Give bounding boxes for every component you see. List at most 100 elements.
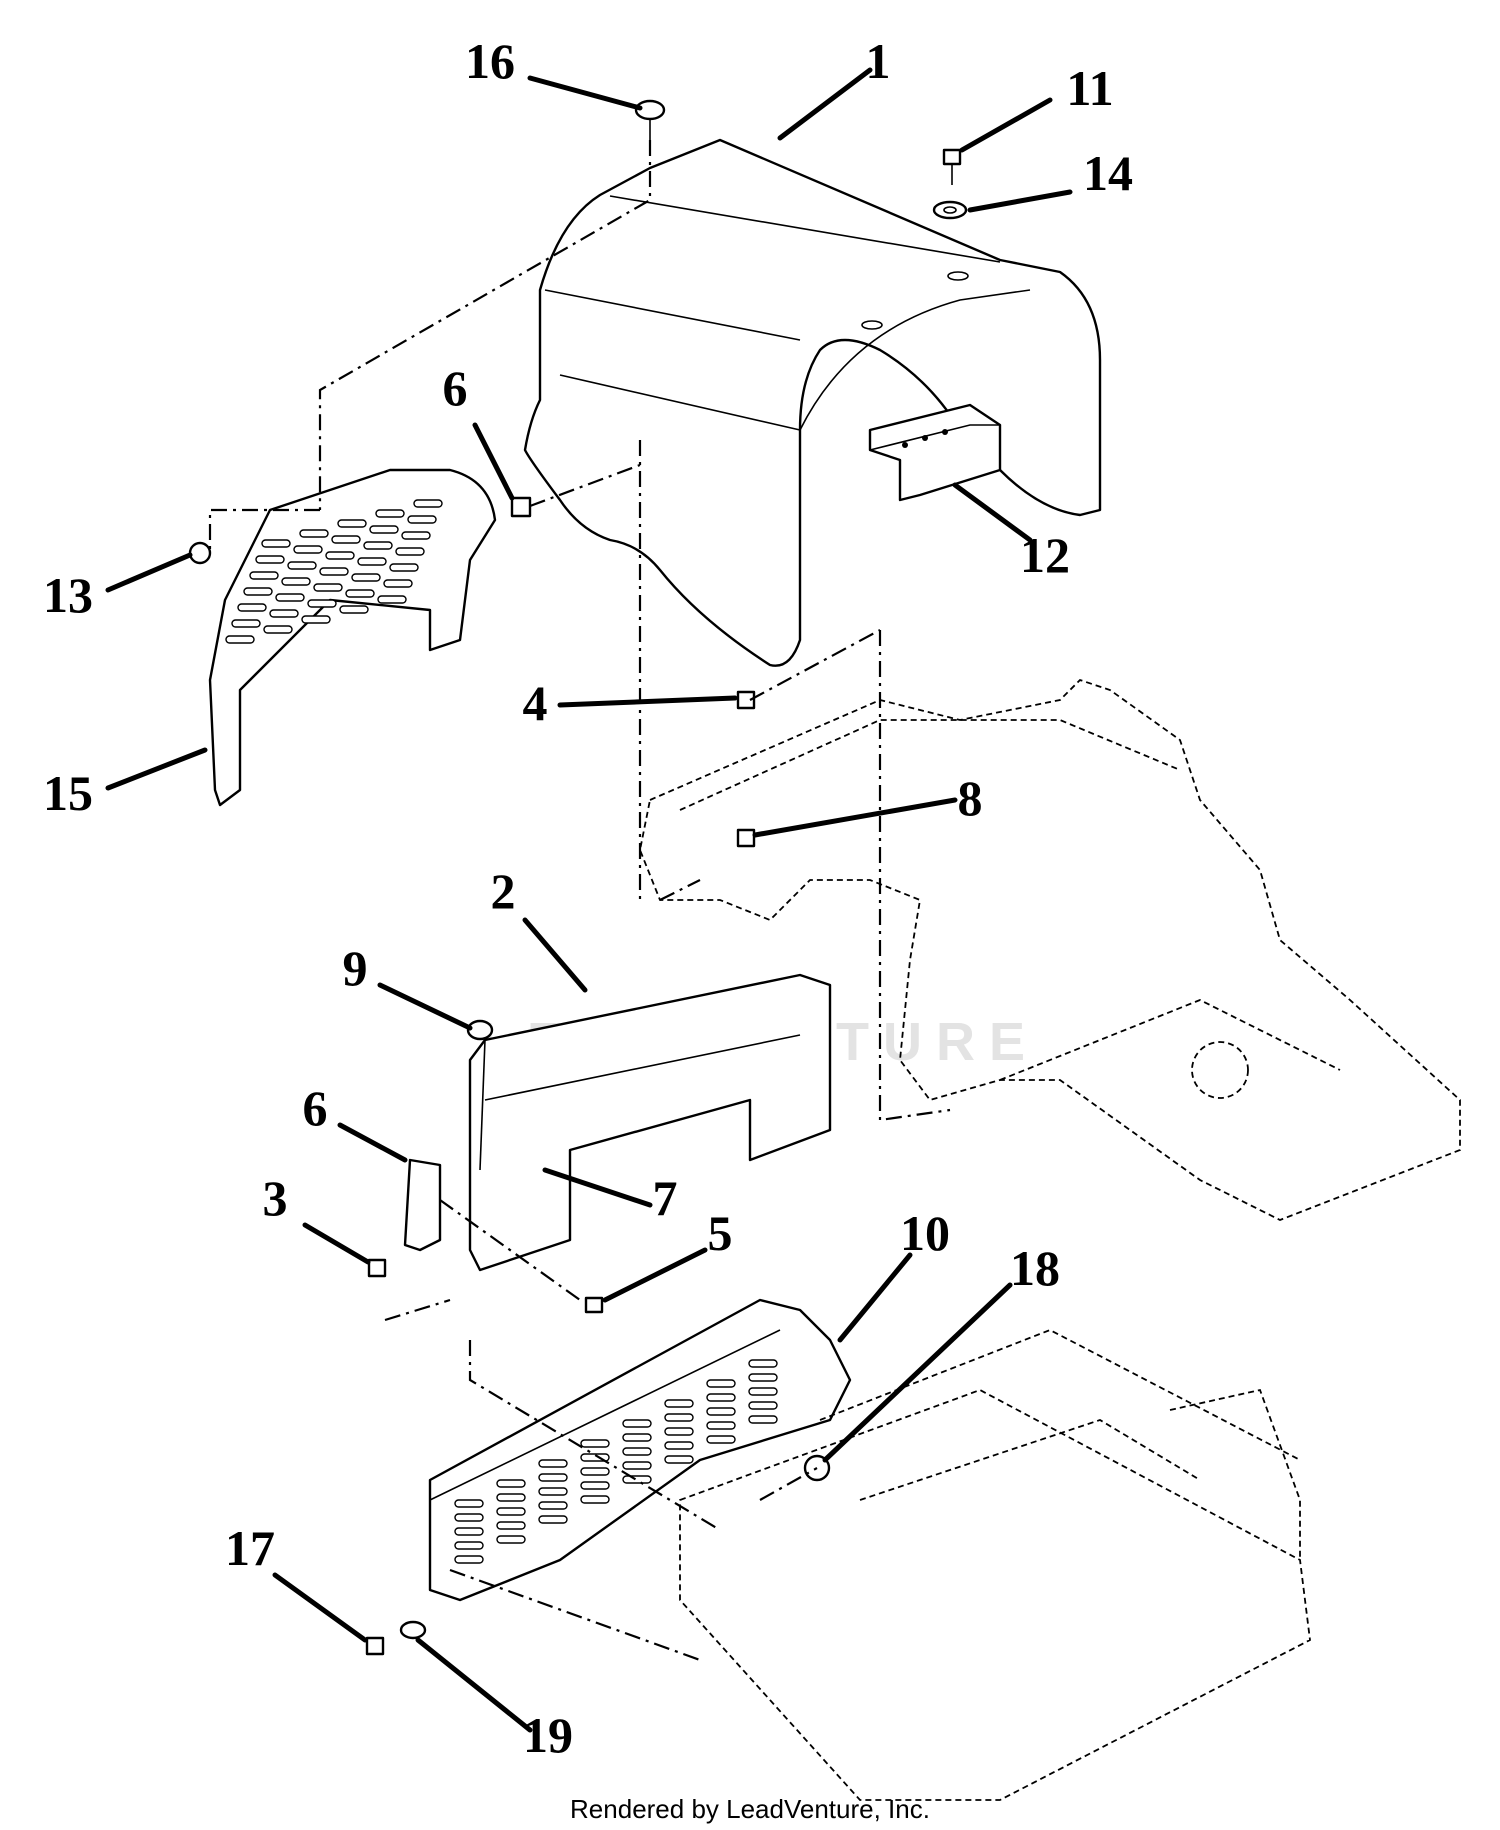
grille-slot: [337, 519, 367, 528]
grille-slot: [263, 625, 293, 634]
grille-slot: [261, 539, 291, 548]
callout-label-5[interactable]: 5: [708, 1205, 733, 1261]
part-6-clip-upper[interactable]: [510, 496, 532, 518]
grille-slot: [496, 1535, 526, 1544]
grille-slot: [622, 1433, 652, 1442]
callout-label-11[interactable]: 11: [1066, 60, 1113, 116]
part-13-nut[interactable]: [188, 541, 212, 565]
grille-slot: [389, 563, 419, 572]
grille-slot: [237, 603, 267, 612]
part-11-bolt[interactable]: [942, 148, 962, 185]
assembly-lines: [208, 140, 951, 1662]
grille-slot: [255, 555, 285, 564]
callout-leader-15: [105, 747, 208, 791]
callout-label-8[interactable]: 8: [958, 770, 983, 826]
part-6-clip-lower[interactable]: [403, 1158, 442, 1252]
grille-slot: [331, 535, 361, 544]
part-1-hood[interactable]: [523, 138, 1102, 667]
part-9-bolt[interactable]: [466, 1019, 494, 1041]
part-10-grille-tray[interactable]: [428, 1298, 852, 1602]
callout-label-6a[interactable]: 6: [443, 360, 468, 416]
grille-slot: [281, 577, 311, 586]
part-16-bolt[interactable]: [634, 99, 666, 145]
callout-label-15[interactable]: 15: [43, 765, 93, 821]
part-12-bracket[interactable]: [868, 403, 1002, 502]
callout-leader-17: [272, 1572, 368, 1643]
callout-label-18[interactable]: 18: [1010, 1240, 1060, 1296]
part-2-shroud[interactable]: [468, 973, 832, 1272]
grille-slot: [454, 1541, 484, 1550]
grille-slot: [706, 1393, 736, 1402]
grille-slot: [369, 525, 399, 534]
callout-label-14[interactable]: 14: [1083, 145, 1133, 201]
grille-slot: [401, 531, 431, 540]
grille-slot: [622, 1461, 652, 1470]
grille-slot: [622, 1447, 652, 1456]
grille-slot: [538, 1515, 568, 1524]
callout-label-1[interactable]: 1: [866, 33, 891, 89]
grille-slot: [538, 1501, 568, 1510]
callout-label-2[interactable]: 2: [491, 863, 516, 919]
grille-slot: [580, 1495, 610, 1504]
grille-slot: [748, 1359, 778, 1368]
grille-slot: [357, 557, 387, 566]
callout-label-13[interactable]: 13: [43, 567, 93, 623]
grille-slot: [664, 1413, 694, 1422]
callout-leader-19: [415, 1637, 533, 1733]
grille-slot: [454, 1513, 484, 1522]
grille-slot: [351, 573, 381, 582]
grille-slot: [275, 593, 305, 602]
grille-slot: [664, 1399, 694, 1408]
grille-slot: [538, 1487, 568, 1496]
grille-slot: [231, 619, 261, 628]
grille-slot: [622, 1475, 652, 1484]
callout-leader-3: [302, 1222, 371, 1265]
callout-label-3[interactable]: 3: [263, 1170, 288, 1226]
grille-slot: [580, 1467, 610, 1476]
grille-slot: [339, 605, 369, 614]
part-15-grille-panel[interactable]: [208, 468, 497, 807]
part-8-screw[interactable]: [736, 828, 756, 848]
part-17-bolt[interactable]: [365, 1636, 385, 1656]
callout-label-19[interactable]: 19: [523, 1707, 573, 1763]
grille-slot: [496, 1507, 526, 1516]
part-14-washer[interactable]: [932, 200, 968, 220]
part-4-screw[interactable]: [736, 690, 756, 710]
grille-slot: [454, 1527, 484, 1536]
grille-slot: [345, 589, 375, 598]
callout-label-16[interactable]: 16: [465, 33, 515, 89]
callout-label-10[interactable]: 10: [900, 1205, 950, 1261]
grille-slot: [706, 1407, 736, 1416]
grille-slot: [319, 567, 349, 576]
callout-label-6b[interactable]: 6: [303, 1080, 328, 1136]
callout-leader-16: [527, 75, 643, 111]
footer-credit: Rendered by LeadVenture, Inc.: [570, 1794, 930, 1824]
part-19-washer[interactable]: [399, 1620, 427, 1640]
grille-slot: [383, 579, 413, 588]
callout-label-9[interactable]: 9: [343, 940, 368, 996]
callout-leader-11: [959, 97, 1053, 153]
grille-slot: [293, 545, 323, 554]
part-5-nut[interactable]: [584, 1296, 604, 1314]
callout-leader-18: [822, 1282, 1013, 1463]
grille-slot: [622, 1419, 652, 1428]
part-3-screw[interactable]: [367, 1258, 387, 1278]
grille-slot: [299, 529, 329, 538]
grille-slot: [664, 1455, 694, 1464]
callout-label-4[interactable]: 4: [523, 675, 548, 731]
callout-label-12[interactable]: 12: [1020, 527, 1070, 583]
grille-slot: [225, 635, 255, 644]
grille-slot: [538, 1459, 568, 1468]
grille-slot: [748, 1415, 778, 1424]
grille-slot: [664, 1441, 694, 1450]
grille-slot: [301, 615, 331, 624]
callout-leader-14: [967, 189, 1073, 213]
callout-label-17[interactable]: 17: [225, 1520, 275, 1576]
callout-label-7[interactable]: 7: [653, 1170, 678, 1226]
grille-slot: [325, 551, 355, 560]
grille-slot: [269, 609, 299, 618]
grille-slot: [395, 547, 425, 556]
callout-leader-13: [105, 552, 193, 593]
